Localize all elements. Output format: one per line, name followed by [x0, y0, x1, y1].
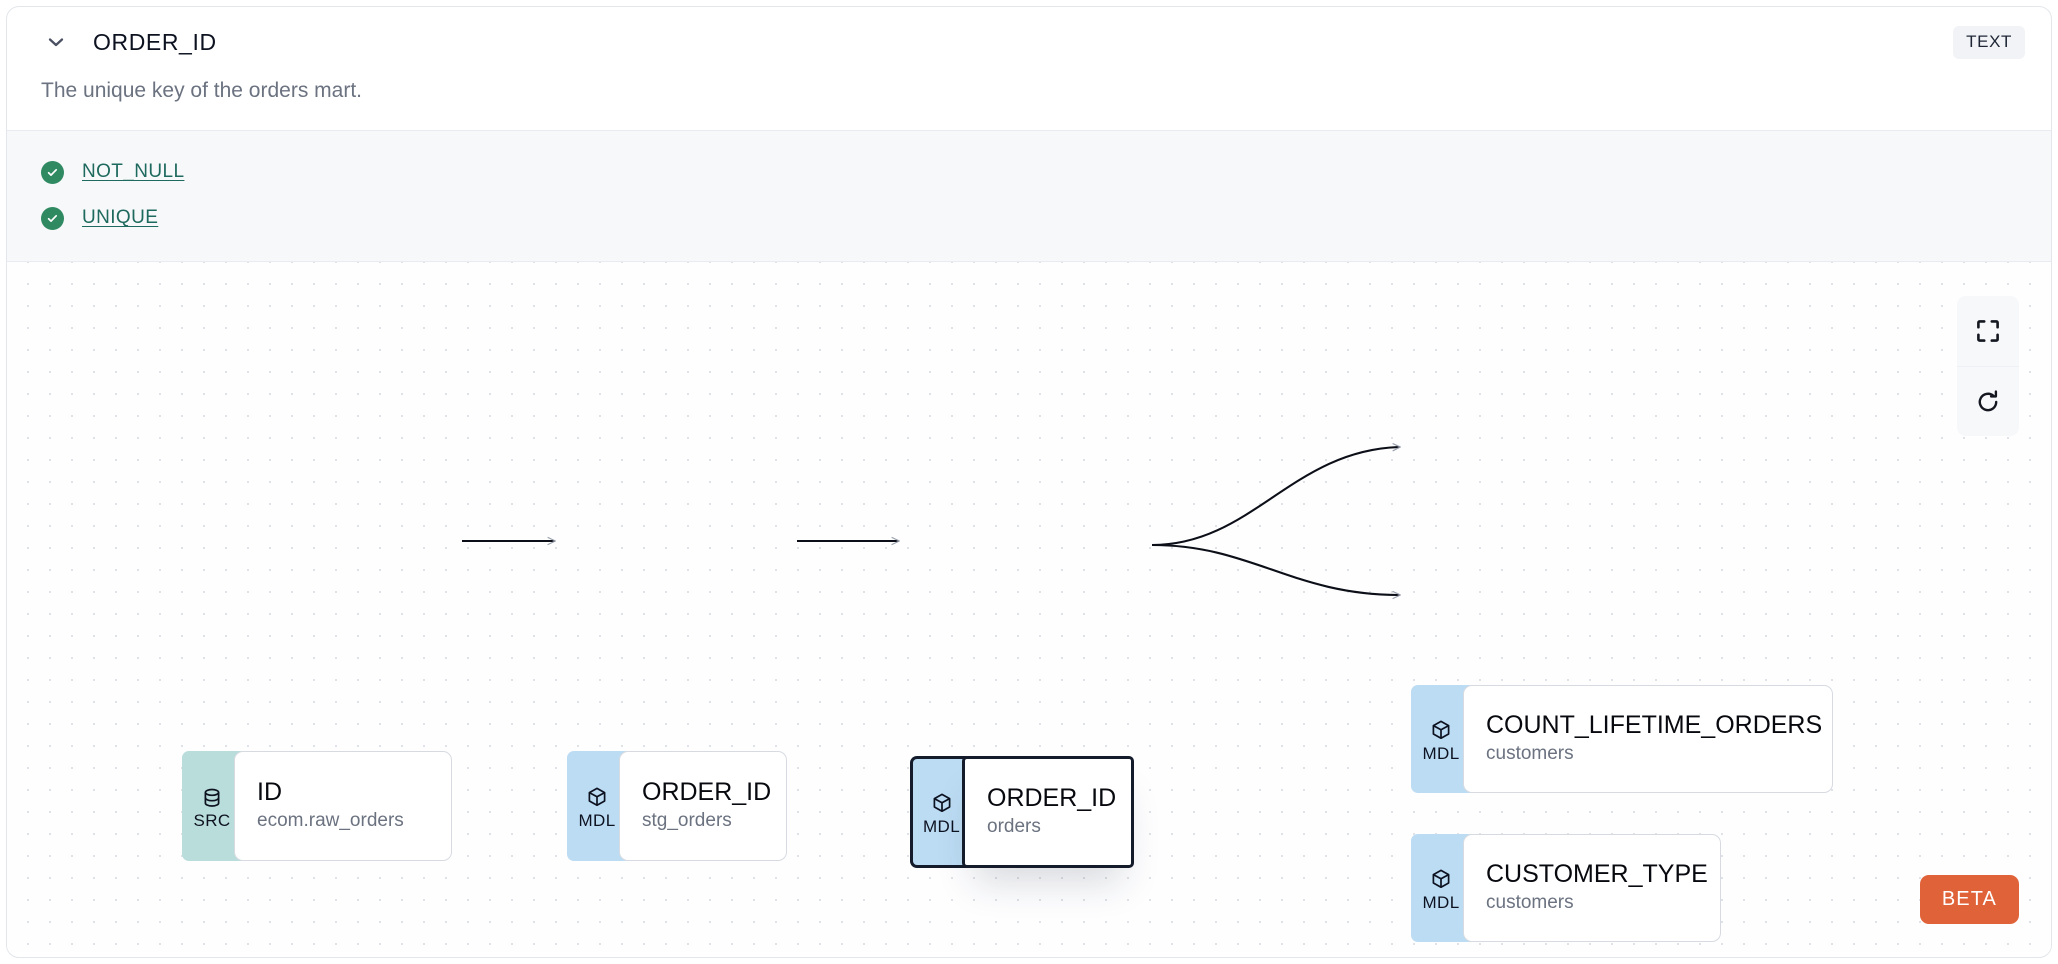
- column-detail-panel: ORDER_ID TEXT The unique key of the orde…: [6, 6, 2052, 958]
- node-badge-mdl: MDL: [910, 756, 970, 869]
- node-badge-mdl: MDL: [1411, 685, 1471, 794]
- node-body: CUSTOMER_TYPE customers: [1463, 834, 1721, 943]
- cube-icon: [1432, 869, 1450, 888]
- tests-section: NOT_NULL UNIQUE: [7, 130, 2051, 263]
- check-circle-icon: [41, 206, 64, 230]
- cube-icon: [588, 787, 606, 806]
- node-badge-label: MDL: [1422, 743, 1460, 763]
- node-badge-src: SRC: [182, 751, 242, 862]
- node-badge-mdl: MDL: [567, 751, 627, 862]
- page-title: ORDER_ID: [93, 28, 217, 55]
- node-body: ID ecom.raw_orders: [234, 751, 452, 862]
- node-column-name: ORDER_ID: [987, 783, 1117, 812]
- check-circle-icon: [41, 160, 64, 184]
- test-link-not-null[interactable]: NOT_NULL: [82, 161, 185, 183]
- node-body: ORDER_ID stg_orders: [619, 751, 787, 862]
- node-model-name: customers: [1486, 891, 1574, 913]
- node-column-name: ID: [257, 777, 282, 806]
- lineage-node-orders-selected[interactable]: MDL ORDER_ID orders: [910, 756, 1134, 869]
- lineage-node-customer-type[interactable]: MDL CUSTOMER_TYPE customers: [1411, 834, 1721, 943]
- node-column-name: COUNT_LIFETIME_ORDERS: [1486, 710, 1823, 739]
- lineage-edges: [462, 443, 1402, 600]
- node-model-name: orders: [987, 815, 1041, 837]
- node-model-name: ecom.raw_orders: [257, 809, 404, 831]
- node-column-name: ORDER_ID: [642, 777, 772, 806]
- lineage-node-count-lifetime-orders[interactable]: MDL COUNT_LIFETIME_ORDERS customers: [1411, 685, 1833, 794]
- node-badge-label: MDL: [578, 810, 616, 830]
- node-model-name: customers: [1486, 742, 1574, 764]
- node-body: COUNT_LIFETIME_ORDERS customers: [1463, 685, 1833, 794]
- panel-header: ORDER_ID TEXT: [7, 7, 2051, 77]
- edge-orders-to-custtype: [1151, 544, 1402, 600]
- node-badge-mdl: MDL: [1411, 834, 1471, 943]
- test-row: UNIQUE: [41, 195, 2017, 241]
- column-description: The unique key of the orders mart.: [41, 79, 362, 102]
- cube-icon: [933, 793, 950, 812]
- node-badge-label: MDL: [1422, 892, 1460, 912]
- chevron-down-icon[interactable]: [41, 27, 71, 57]
- lineage-node-src-id[interactable]: SRC ID ecom.raw_orders: [182, 751, 452, 862]
- node-model-name: stg_orders: [642, 809, 732, 831]
- test-link-unique[interactable]: UNIQUE: [82, 207, 159, 229]
- node-badge-label: MDL: [922, 816, 961, 836]
- node-badge-label: SRC: [193, 810, 231, 830]
- lineage-canvas[interactable]: SRC ID ecom.raw_orders MDL ORDER_ID stg_…: [7, 262, 2051, 953]
- beta-badge[interactable]: BETA: [1919, 875, 2019, 925]
- canvas-controls: [1957, 296, 2019, 437]
- fullscreen-icon[interactable]: [1957, 296, 2019, 367]
- data-type-badge: TEXT: [1953, 25, 2025, 59]
- test-row: NOT_NULL: [41, 149, 2017, 195]
- edge-orders-to-count: [1151, 443, 1401, 547]
- node-column-name: CUSTOMER_TYPE: [1486, 859, 1708, 888]
- refresh-icon[interactable]: [1957, 366, 2019, 437]
- cube-icon: [1432, 720, 1450, 739]
- lineage-node-stg-orders[interactable]: MDL ORDER_ID stg_orders: [567, 751, 787, 862]
- database-icon: [204, 788, 220, 807]
- node-body: ORDER_ID orders: [962, 756, 1134, 869]
